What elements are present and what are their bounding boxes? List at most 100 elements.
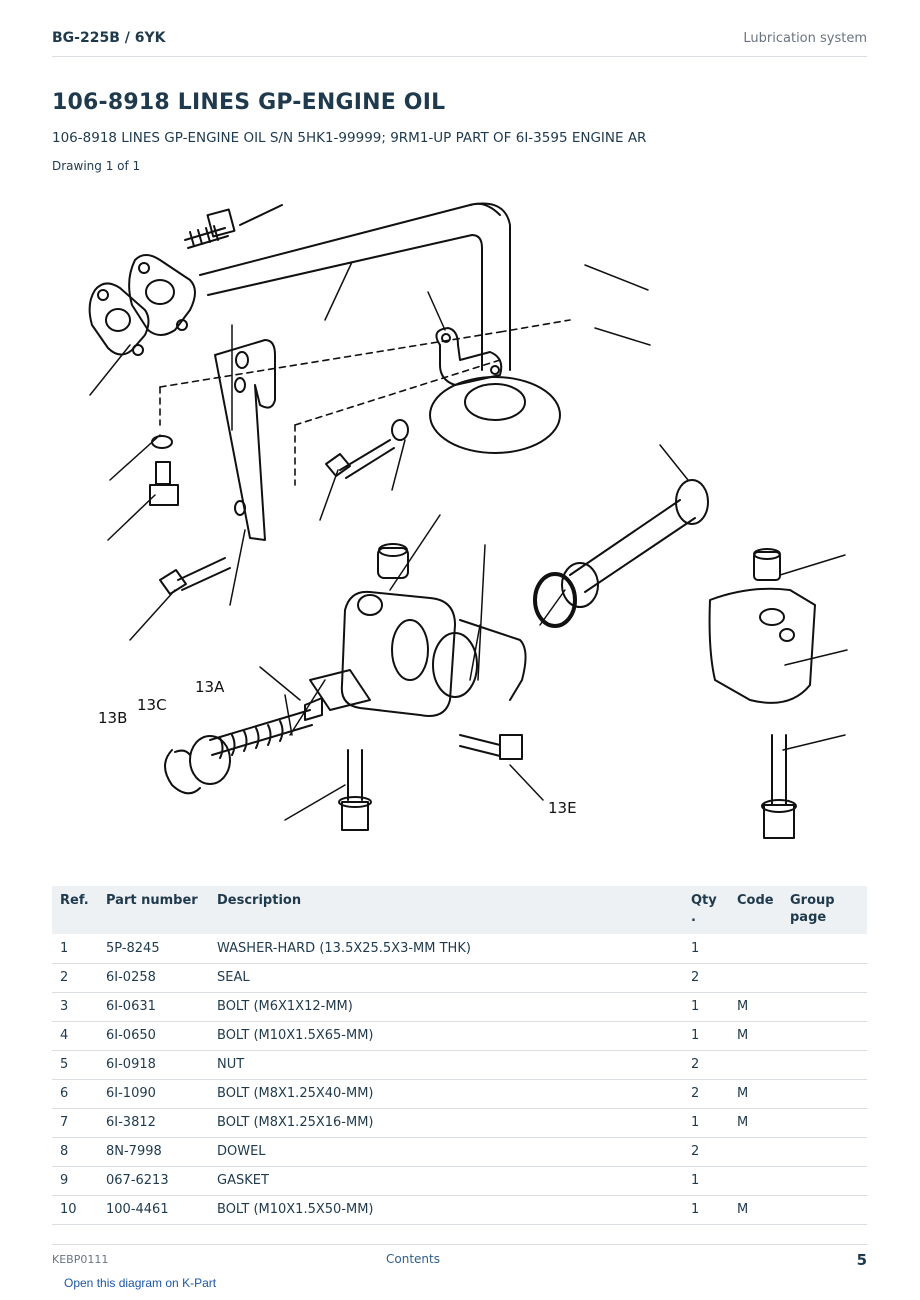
bracket — [214, 339, 276, 541]
cell-group-page — [782, 1050, 867, 1080]
cell-description: DOWEL — [209, 1137, 683, 1167]
cell-description: BOLT (M10X1.5X50-MM) — [209, 1195, 683, 1225]
tube-assembly — [533, 479, 709, 628]
cell-description: BOLT (M6X1X12-MM) — [209, 992, 683, 1022]
document-code: KEBP0111 — [52, 1253, 109, 1266]
cell-description: GASKET — [209, 1166, 683, 1196]
drawing-count: Drawing 1 of 1 — [52, 159, 141, 173]
relief-valve — [164, 697, 323, 795]
header-description: Description — [209, 886, 683, 934]
page-subtitle: 106-8918 LINES GP-ENGINE OIL S/N 5HK1-99… — [52, 130, 647, 146]
bolt-bottom-right — [761, 734, 797, 839]
callout-13a: 13A — [195, 678, 225, 696]
oil-line-pipe — [199, 202, 511, 371]
cell-part-number: 067-6213 — [98, 1166, 209, 1196]
cell-group-page — [782, 1195, 867, 1225]
cell-qty: 2 — [683, 1050, 729, 1080]
cell-code — [729, 934, 782, 964]
cell-group-page — [782, 992, 867, 1022]
washer-pair — [151, 419, 409, 449]
bolt-top-left — [184, 204, 283, 249]
cell-description: WASHER-HARD (13.5X25.5X3-MM THK) — [209, 934, 683, 964]
pipe-flange — [128, 254, 196, 336]
cell-code — [729, 1137, 782, 1167]
bolt-13e — [459, 734, 523, 760]
cell-ref: 4 — [52, 1021, 98, 1051]
pump-body — [309, 590, 527, 717]
cell-description: BOLT (M10X1.5X65-MM) — [209, 1021, 683, 1051]
cell-part-number: 6I-0650 — [98, 1021, 209, 1051]
header-part-number: Part number — [98, 886, 209, 934]
cell-part-number: 6I-0918 — [98, 1050, 209, 1080]
cell-ref: 7 — [52, 1108, 98, 1138]
model-label: BG-225B / 6YK — [52, 30, 166, 46]
header-group-page: Group page — [782, 886, 867, 934]
cell-qty: 1 — [683, 1021, 729, 1051]
callout-13b: 13B — [98, 709, 127, 727]
page-header: BG-225B / 6YK Lubrication system — [52, 28, 867, 57]
table-header-row: Ref. Part number Description Qty . Code … — [52, 886, 867, 934]
cell-part-number: 6I-0631 — [98, 992, 209, 1022]
plug — [377, 543, 409, 579]
cell-group-page — [782, 1021, 867, 1051]
cell-qty: 1 — [683, 934, 729, 964]
open-kpart-link[interactable]: Open this diagram on K-Part — [64, 1276, 217, 1290]
cell-group-page — [782, 934, 867, 964]
bolt-diagonal — [325, 439, 395, 479]
cell-part-number: 6I-0258 — [98, 963, 209, 993]
parts-table: Ref. Part number Description Qty . Code … — [52, 886, 867, 1225]
cell-description: BOLT (M8X1.25X40-MM) — [209, 1079, 683, 1109]
clamp-assembly — [429, 327, 561, 454]
bolt-bottom-center — [338, 749, 372, 831]
cell-group-page — [782, 1079, 867, 1109]
cell-ref: 5 — [52, 1050, 98, 1080]
cell-ref: 8 — [52, 1137, 98, 1167]
cell-ref: 10 — [52, 1195, 98, 1225]
cell-part-number: 6I-1090 — [98, 1079, 209, 1109]
cell-ref: 9 — [52, 1166, 98, 1196]
cell-qty: 1 — [683, 992, 729, 1022]
diagram-callouts: 13A 13B 13C 13E — [98, 678, 577, 817]
cell-part-number: 5P-8245 — [98, 934, 209, 964]
cell-code: M — [729, 992, 782, 1022]
callout-13e: 13E — [548, 799, 577, 817]
cell-qty: 1 — [683, 1195, 729, 1225]
page-title: 106-8918 LINES GP-ENGINE OIL — [52, 90, 446, 115]
cell-part-number: 8N-7998 — [98, 1137, 209, 1167]
cell-ref: 1 — [52, 934, 98, 964]
page-number: 5 — [856, 1251, 867, 1269]
cell-group-page — [782, 1137, 867, 1167]
cell-part-number: 6I-3812 — [98, 1108, 209, 1138]
cell-group-page — [782, 1108, 867, 1138]
cell-code — [729, 963, 782, 993]
cell-code — [729, 1050, 782, 1080]
cell-code: M — [729, 1195, 782, 1225]
cell-ref: 6 — [52, 1079, 98, 1109]
header-qty: Qty . — [683, 886, 729, 934]
contents-link[interactable]: Contents — [386, 1252, 440, 1266]
adapter-block — [708, 548, 816, 704]
parts-diagram[interactable]: 13A 13B 13C 13E — [60, 180, 860, 860]
footer-divider — [52, 1244, 867, 1245]
cell-code: M — [729, 1021, 782, 1051]
callout-13c: 13C — [137, 696, 167, 714]
section-label: Lubrication system — [743, 31, 867, 46]
cell-group-page — [782, 963, 867, 993]
bolt-lower-left — [159, 557, 231, 595]
cell-qty: 2 — [683, 1079, 729, 1109]
cell-qty: 1 — [683, 1108, 729, 1138]
cell-code — [729, 1166, 782, 1196]
gasket — [88, 282, 150, 356]
cell-code: M — [729, 1108, 782, 1138]
cell-group-page — [782, 1166, 867, 1196]
cell-qty: 1 — [683, 1166, 729, 1196]
dashed-alignment — [159, 319, 571, 486]
cell-ref: 2 — [52, 963, 98, 993]
